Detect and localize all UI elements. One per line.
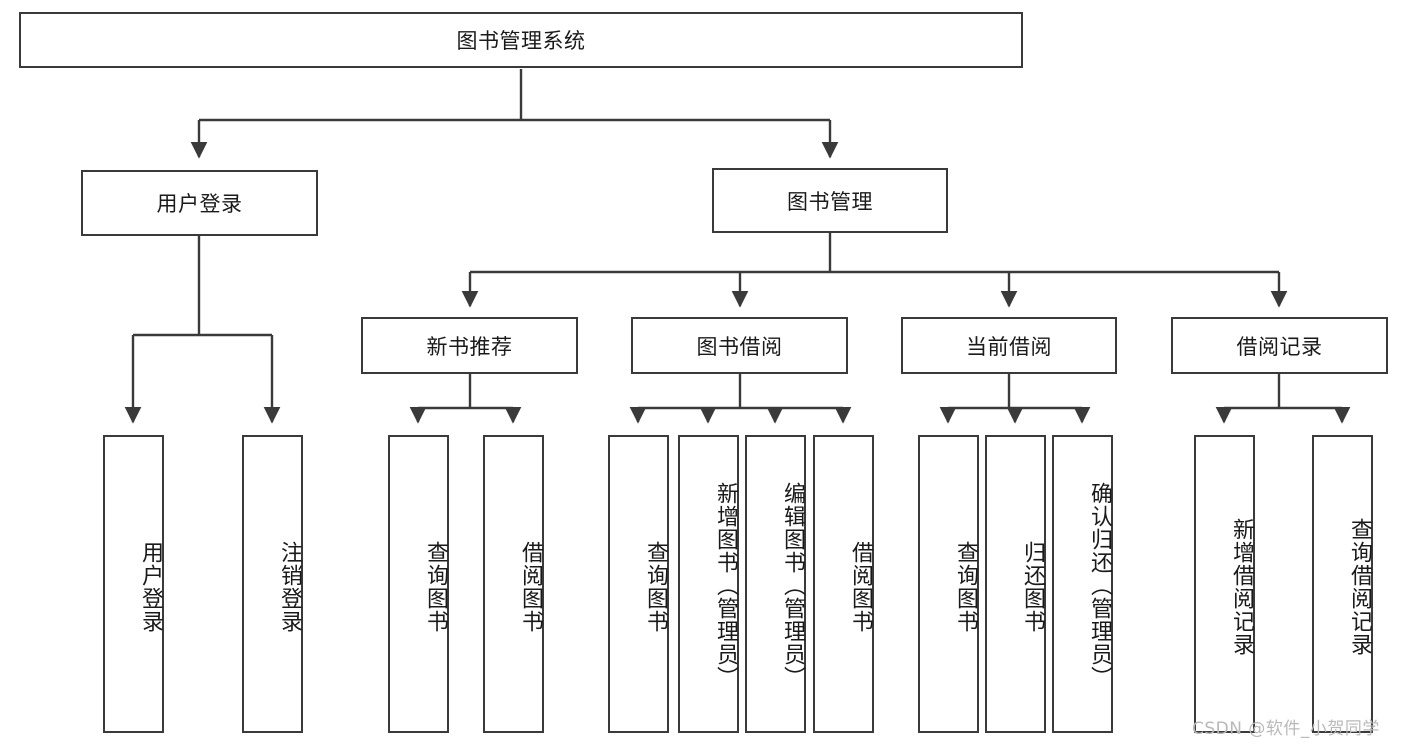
leaf-user-login-signin[interactable]: 用户登录	[103, 435, 164, 733]
node-label: 借阅图书	[518, 541, 543, 633]
node-label: 借阅图书	[848, 541, 873, 633]
node-label: 查询图书	[423, 541, 448, 633]
leaf-current-return-book[interactable]: 归还图书	[985, 435, 1046, 733]
node-label: 新书推荐	[426, 334, 513, 359]
node-label: 图书借阅	[696, 334, 783, 359]
node-label: 用户登录	[138, 541, 163, 633]
node-label: 用户登录	[156, 192, 243, 216]
leaf-user-login-signout[interactable]: 注销登录	[242, 435, 303, 733]
node-label: 编辑图书（管理员）	[780, 481, 805, 689]
node-current-borrow[interactable]: 当前借阅	[901, 317, 1117, 374]
node-label: 查询借阅记录	[1347, 518, 1372, 656]
leaf-record-query-borrow-record[interactable]: 查询借阅记录	[1312, 435, 1373, 733]
node-user-login[interactable]: 用户登录	[81, 170, 318, 236]
node-label: 新增借阅记录	[1229, 518, 1254, 656]
leaf-borrow-borrow-book[interactable]: 借阅图书	[813, 435, 874, 733]
node-label: 查询图书	[643, 541, 668, 633]
node-label: 查询图书	[953, 541, 978, 633]
node-label: 新增图书（管理员）	[713, 481, 738, 689]
leaf-borrow-query-book[interactable]: 查询图书	[608, 435, 669, 733]
leaf-current-confirm-return-admin[interactable]: 确认归还（管理员）	[1052, 435, 1113, 733]
leaf-current-query-book[interactable]: 查询图书	[918, 435, 979, 733]
leaf-record-add-borrow-record[interactable]: 新增借阅记录	[1194, 435, 1255, 733]
node-root-system[interactable]: 图书管理系统	[19, 12, 1023, 68]
node-label: 当前借阅	[966, 334, 1052, 359]
node-label: 确认归还（管理员）	[1087, 481, 1112, 689]
node-book-management[interactable]: 图书管理	[712, 168, 948, 233]
node-label: 归还图书	[1020, 541, 1045, 633]
node-label: 借阅记录	[1236, 334, 1323, 359]
leaf-borrow-add-book-admin[interactable]: 新增图书（管理员）	[678, 435, 739, 733]
node-label: 图书管理系统	[456, 29, 586, 53]
leaf-recommend-borrow-book[interactable]: 借阅图书	[483, 435, 544, 733]
node-label: 注销登录	[277, 541, 302, 633]
node-borrow-record[interactable]: 借阅记录	[1171, 317, 1388, 374]
node-new-book-recommend[interactable]: 新书推荐	[361, 317, 578, 374]
leaf-recommend-query-book[interactable]: 查询图书	[388, 435, 449, 733]
node-label: 图书管理	[787, 189, 873, 214]
leaf-borrow-edit-book-admin[interactable]: 编辑图书（管理员）	[745, 435, 806, 733]
node-book-borrow[interactable]: 图书借阅	[631, 317, 848, 374]
